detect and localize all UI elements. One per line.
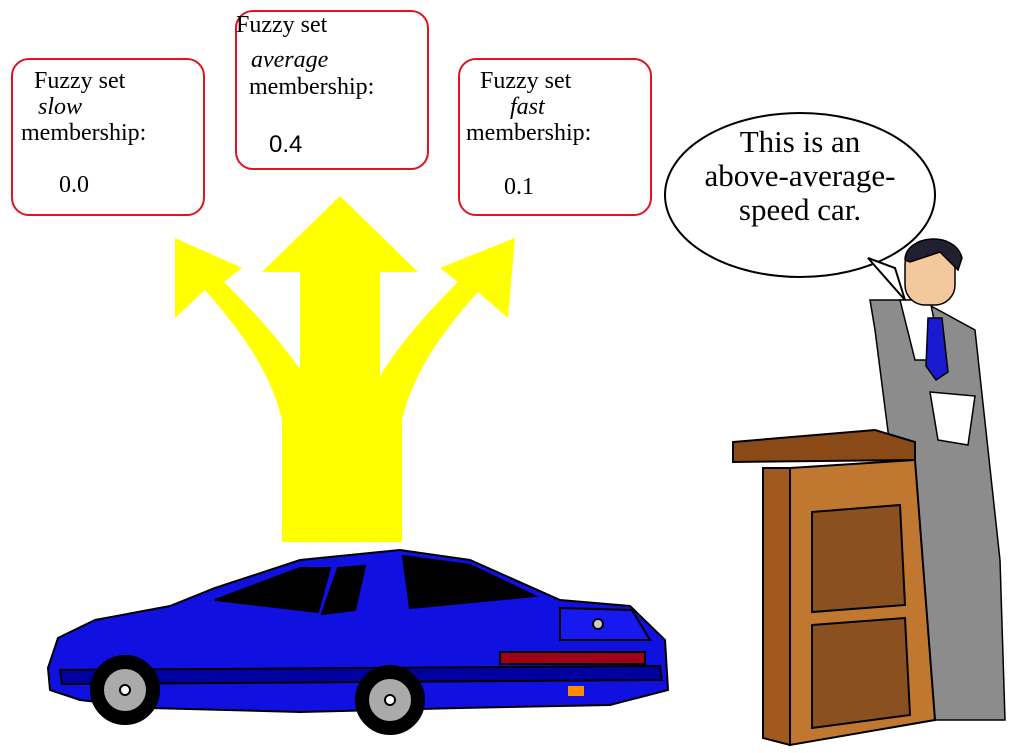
average-membership-value: 0.4 (269, 132, 302, 158)
average-title: Fuzzy set (236, 12, 327, 38)
speech-line-3: speed car. (680, 193, 920, 227)
blue-car (48, 550, 668, 734)
three-way-arrow (175, 196, 515, 542)
slow-set-name: slow (38, 94, 82, 120)
speech-line-2: above-average- (680, 159, 920, 193)
fast-membership-value: 0.1 (504, 174, 534, 200)
speech-text: This is an above-average- speed car. (680, 125, 920, 227)
fuzzy-set-box-fast: Fuzzy set fast membership: 0.1 (458, 58, 652, 216)
slow-membership-value: 0.0 (59, 172, 89, 198)
slow-title: Fuzzy set (34, 68, 125, 94)
speech-line-1: This is an (680, 125, 920, 159)
fast-set-name: fast (510, 94, 545, 120)
slow-membership-label: membership: (21, 120, 146, 146)
podium (733, 430, 935, 745)
fuzzy-set-box-slow: Fuzzy set slow membership: 0.0 (11, 58, 205, 216)
fast-title: Fuzzy set (480, 68, 571, 94)
average-membership-label: membership: (249, 74, 374, 100)
fast-membership-label: membership: (466, 120, 591, 146)
fuzzy-set-box-average: Fuzzy set average membership: 0.4 (235, 10, 429, 170)
average-set-name: average (251, 47, 328, 73)
